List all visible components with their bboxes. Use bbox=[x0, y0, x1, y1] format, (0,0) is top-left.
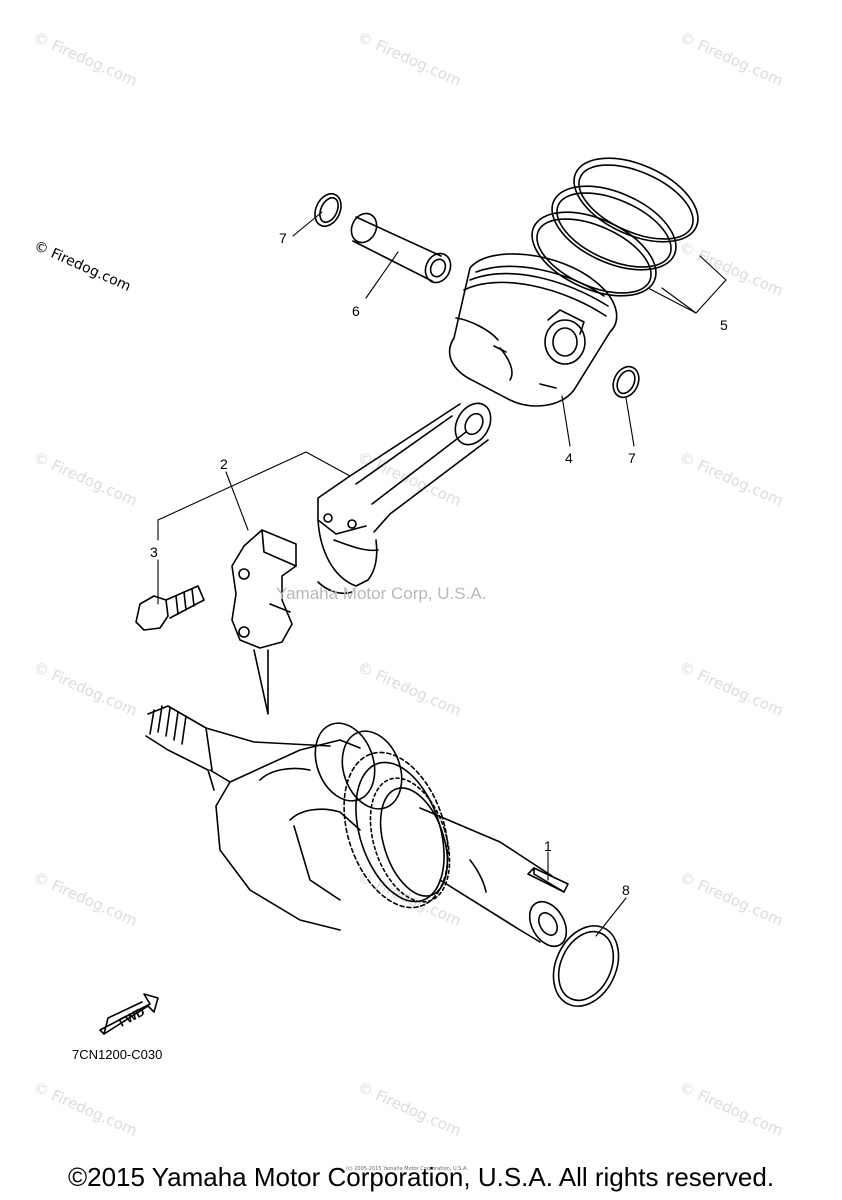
callout-6[interactable]: 6 bbox=[352, 303, 360, 319]
ring-8[interactable] bbox=[541, 915, 631, 1016]
piston-4[interactable] bbox=[448, 253, 618, 407]
circlip-7-right[interactable] bbox=[608, 362, 643, 401]
figure-code: 7CN1200-C030 bbox=[72, 1047, 163, 1062]
callout-8[interactable]: 8 bbox=[622, 882, 630, 898]
connecting-rod-cap[interactable] bbox=[231, 529, 297, 715]
woodruff-key-1[interactable] bbox=[527, 867, 569, 893]
piston-pin-6[interactable] bbox=[347, 209, 455, 286]
piston-rings-5[interactable] bbox=[519, 141, 710, 313]
callout-5[interactable]: 5 bbox=[720, 317, 728, 333]
callout-7-left[interactable]: 7 bbox=[279, 230, 287, 246]
connecting-rod-2[interactable] bbox=[317, 397, 498, 595]
callout-2[interactable]: 2 bbox=[220, 456, 228, 472]
callout-3[interactable]: 3 bbox=[150, 544, 158, 560]
callout-4[interactable]: 4 bbox=[565, 450, 573, 466]
copyright-notice: ©2015 Yamaha Motor Corporation, U.S.A. A… bbox=[67, 1162, 775, 1192]
small-copyright: (c) 2005-2015 Yamaha Motor Corporation, … bbox=[346, 1166, 468, 1172]
center-watermark: Yamaha Motor Corp, U.S.A. bbox=[276, 584, 487, 603]
crankshaft[interactable] bbox=[145, 705, 574, 953]
callout-1[interactable]: 1 bbox=[544, 838, 552, 854]
leader-lines bbox=[157, 211, 727, 937]
callout-7-right[interactable]: 7 bbox=[628, 450, 636, 466]
circlip-7-left[interactable] bbox=[310, 190, 346, 231]
bolt-3[interactable] bbox=[135, 585, 205, 631]
forward-arrow-icon bbox=[99, 993, 159, 1035]
